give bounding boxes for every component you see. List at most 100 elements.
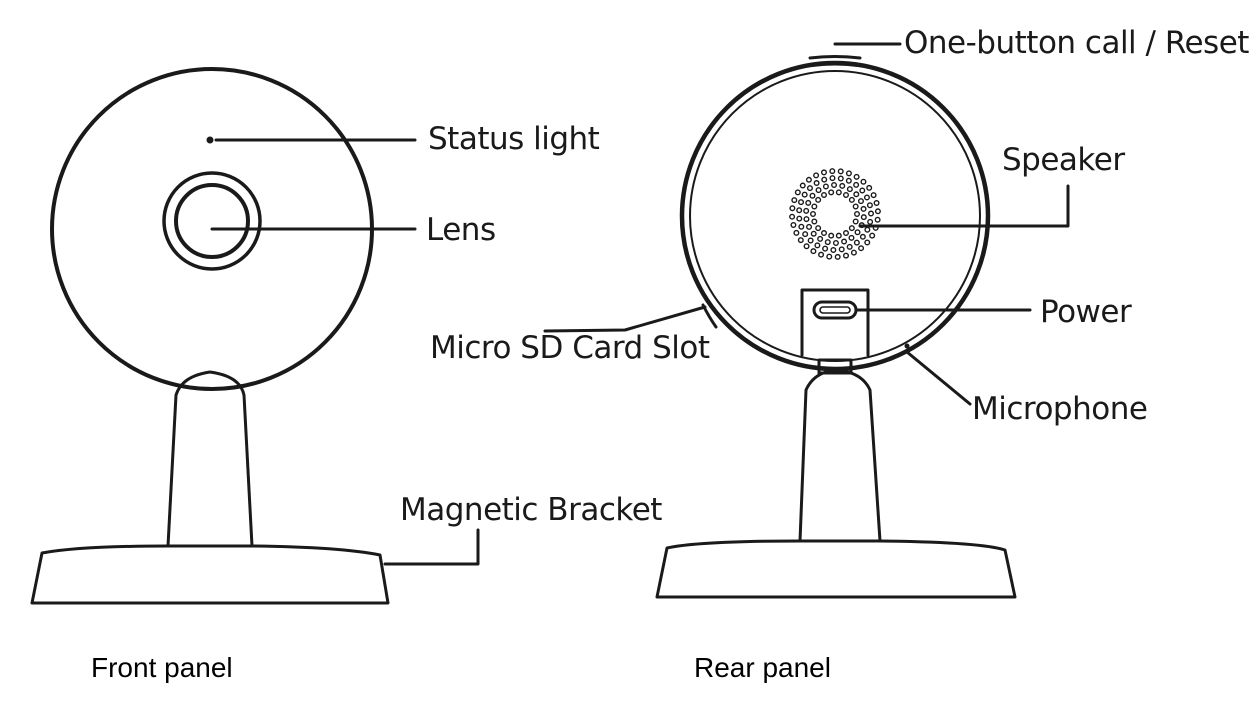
speaker-hole <box>853 239 860 246</box>
microphone-hole <box>904 343 910 349</box>
speaker-hole <box>846 186 853 193</box>
speaker-hole <box>843 230 850 237</box>
speaker-hole <box>852 218 859 225</box>
speaker-hole <box>805 176 812 183</box>
speaker-hole <box>794 189 801 196</box>
speaker-hole <box>798 199 805 206</box>
speaker-hole <box>820 169 827 176</box>
lens-inner-ring <box>174 183 250 259</box>
speaker-hole <box>797 237 804 244</box>
speaker-hole <box>848 234 855 241</box>
speaker-hole <box>802 231 809 238</box>
speaker-hole <box>810 230 817 237</box>
speaker-hole <box>815 187 822 194</box>
speaker-hole <box>811 218 818 225</box>
speaker-hole <box>831 182 838 189</box>
label-power: Power <box>1040 294 1132 330</box>
status-light-dot <box>206 136 214 144</box>
speaker-hole <box>834 253 841 260</box>
speaker-hole <box>793 229 800 236</box>
speaker-hole <box>807 237 814 244</box>
speaker-hole <box>874 208 881 215</box>
speaker-hole <box>848 196 855 203</box>
speaker-hole <box>853 191 860 198</box>
speaker-hole <box>838 246 845 253</box>
speaker-hole <box>806 185 813 192</box>
leader-micro-sd <box>543 305 707 333</box>
speaker-hole <box>848 225 855 232</box>
speaker-hole <box>821 230 828 237</box>
speaker-hole <box>796 215 803 222</box>
usb-port-inner <box>819 306 851 314</box>
speaker-hole <box>817 235 824 242</box>
speaker-hole <box>815 225 822 232</box>
speaker-hole <box>789 205 796 212</box>
speaker-hole <box>830 246 837 253</box>
lens-outer-ring <box>162 171 262 271</box>
speaker-hole <box>821 176 828 183</box>
caption-rear-panel: Rear panel <box>694 652 831 683</box>
speaker-hole <box>813 172 820 179</box>
speaker-hole <box>853 181 860 188</box>
label-status-light: Status light <box>428 121 600 157</box>
speaker-hole <box>814 242 821 249</box>
reset-button-mark <box>808 55 862 60</box>
speaker-hole <box>845 177 852 184</box>
speaker-hole <box>864 226 871 233</box>
speaker-hole <box>801 191 808 198</box>
speaker-hole <box>870 192 877 199</box>
rear-camera <box>655 55 1017 599</box>
speaker-hole <box>805 199 812 206</box>
label-speaker: Speaker <box>1002 142 1125 178</box>
speaker-hole <box>841 238 848 245</box>
speaker-hole <box>860 178 867 185</box>
speaker-hole <box>846 243 853 250</box>
speaker-hole <box>829 168 836 175</box>
speaker-hole <box>866 202 873 209</box>
power-port-tab <box>800 288 870 357</box>
label-microphone: Microphone <box>972 391 1147 427</box>
speaker-hole <box>828 232 835 239</box>
front-base <box>30 544 390 605</box>
speaker-hole <box>850 249 857 256</box>
speaker-hole <box>810 248 817 255</box>
speaker-hole <box>803 207 810 214</box>
speaker-hole <box>806 223 813 230</box>
label-micro-sd: Micro SD Card Slot <box>430 330 710 366</box>
rear-stand <box>798 368 882 543</box>
speaker-hole <box>868 210 875 217</box>
front-camera <box>30 67 390 605</box>
leader-microphone <box>905 350 972 406</box>
speaker-hole <box>822 245 829 252</box>
speaker-hole <box>864 239 871 246</box>
speaker-hole <box>822 183 829 190</box>
rear-base <box>655 539 1017 599</box>
speaker-hole <box>874 216 881 223</box>
speaker-hole <box>826 253 833 260</box>
speaker-hole <box>854 210 861 217</box>
speaker-hole <box>835 232 842 239</box>
speaker-hole <box>859 187 866 194</box>
rear-body-outer <box>679 60 991 372</box>
speaker-hole <box>811 203 818 210</box>
speaker-hole <box>852 203 859 210</box>
leader-magnetic-bracket <box>383 528 480 566</box>
speaker-hole <box>858 245 865 252</box>
speaker-hole <box>832 239 839 246</box>
speaker-hole <box>809 192 816 199</box>
speaker-hole <box>803 243 810 250</box>
speaker-hole <box>791 197 798 204</box>
speaker-hole <box>845 170 852 177</box>
speaker-hole <box>789 213 796 220</box>
speaker-hole <box>853 173 860 180</box>
speaker-hole <box>857 198 864 205</box>
speaker-hole <box>798 223 805 230</box>
speaker-hole <box>863 194 870 201</box>
speaker-hole <box>873 199 880 206</box>
speaker-hole <box>799 182 806 189</box>
speaker-hole <box>818 251 825 258</box>
speaker-hole <box>810 210 817 217</box>
speaker-hole <box>824 239 831 246</box>
